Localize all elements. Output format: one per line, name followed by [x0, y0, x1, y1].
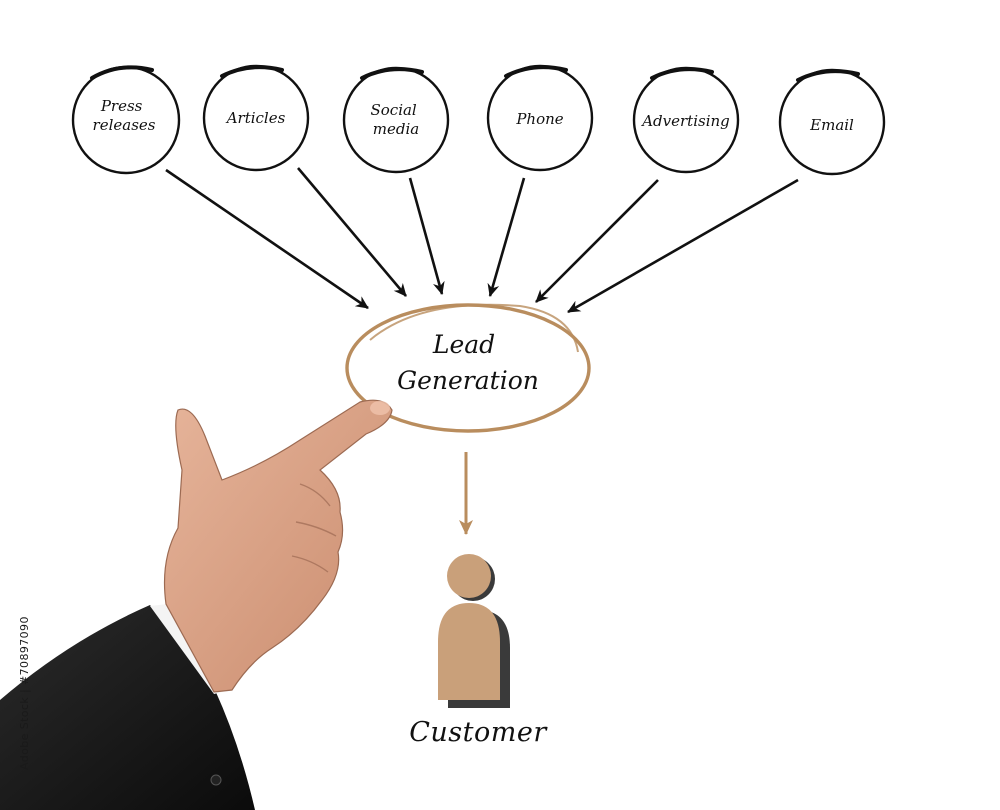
source-label-advertising: Advertising: [640, 112, 730, 130]
source-node-email: Email: [780, 70, 884, 174]
fingernail: [370, 401, 390, 415]
source-label-press-releases: Press releases: [93, 97, 156, 134]
source-label-phone: Phone: [515, 110, 563, 128]
arrow-advertising: [536, 180, 658, 302]
source-node-phone: Phone: [488, 66, 592, 170]
arrow-social-media: [410, 178, 442, 294]
source-node-articles: Articles: [204, 66, 308, 170]
stock-watermark: Adobe Stock | #70897090: [18, 616, 31, 770]
hand: [165, 400, 393, 692]
circle-stroke-accent: [222, 67, 282, 76]
customer-label: Customer: [409, 717, 548, 748]
circle-stroke-accent: [652, 69, 712, 78]
customer-figure-icon: [438, 554, 510, 708]
circle-stroke-accent: [506, 67, 566, 76]
pointing-hand-image: [0, 400, 392, 810]
source-node-advertising: Advertising: [634, 68, 738, 172]
arrow-press-releases: [166, 170, 368, 308]
source-arrows: [166, 168, 798, 312]
customer-body: [438, 603, 500, 700]
arrow-phone: [490, 178, 524, 296]
lead-generation-label: Lead Generation: [397, 330, 539, 395]
customer-head: [447, 554, 491, 598]
circle-stroke-accent: [798, 71, 858, 80]
arrow-articles: [298, 168, 406, 296]
source-label-email: Email: [809, 116, 854, 134]
circle-stroke-accent: [92, 67, 152, 78]
circle-stroke-accent: [362, 69, 422, 78]
source-label-articles: Articles: [225, 109, 286, 127]
source-node-social-media: Social media: [344, 68, 448, 172]
sleeve-button: [211, 775, 221, 785]
source-label-social-media: Social media: [370, 101, 421, 138]
source-node-press-releases: Press releases: [73, 67, 179, 173]
arrow-email: [568, 180, 798, 312]
